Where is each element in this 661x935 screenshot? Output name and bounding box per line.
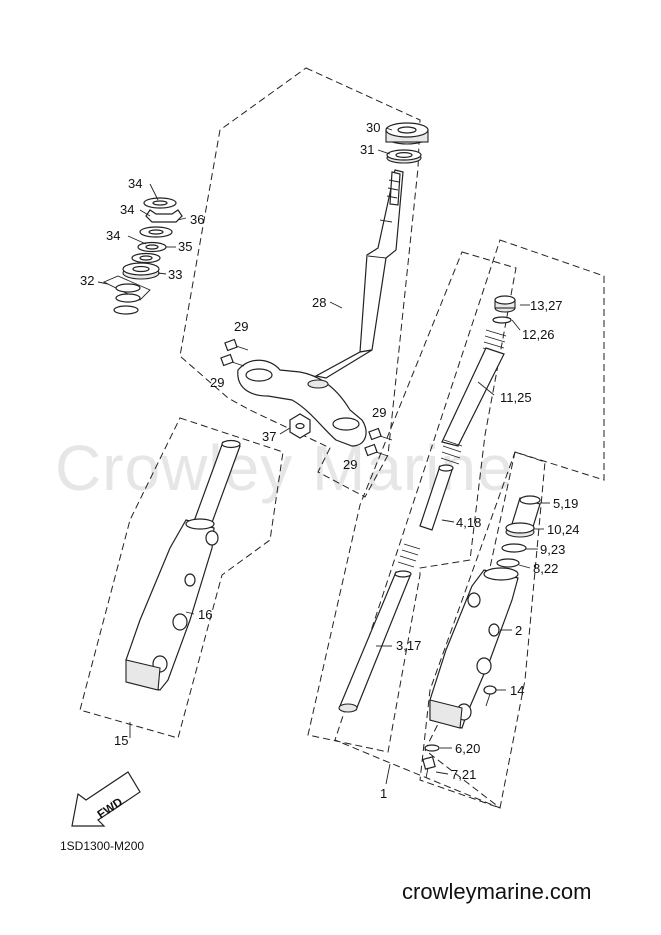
callout-7-21: 7,21	[451, 767, 476, 782]
o-ring-12-26	[492, 316, 512, 324]
callout-15: 15	[114, 733, 128, 748]
callout-36: 36	[190, 212, 204, 227]
callout-5-19: 5,19	[553, 496, 578, 511]
leader-lines	[97, 127, 550, 785]
inner-tube-3-17	[338, 570, 412, 713]
washer-8-22	[496, 558, 520, 568]
bearing-cover-30	[385, 122, 429, 145]
callout-37: 37	[262, 429, 276, 444]
group-outline-right-fork	[334, 239, 605, 809]
callout-4-18: 4,18	[456, 515, 481, 530]
callout-29-lower-b: 29	[343, 457, 357, 472]
callout-13-27: 13,27	[530, 298, 563, 313]
group-outline-left-fork	[79, 417, 284, 739]
callout-9-23: 9,23	[540, 542, 565, 557]
callout-28: 28	[312, 295, 326, 310]
washer-34-mid	[139, 226, 173, 238]
under-bracket	[237, 359, 367, 447]
gasket-6-20	[424, 744, 440, 752]
outer-tube-2	[429, 567, 519, 729]
dust-seal-5-19	[511, 495, 541, 531]
ring-nut-35	[137, 241, 167, 253]
callout-29-lower-a: 29	[372, 405, 386, 420]
callout-31: 31	[360, 142, 374, 157]
callout-32: 32	[80, 273, 94, 288]
bolt-7-21	[422, 756, 436, 779]
nut-37	[289, 413, 311, 439]
fwd-arrow: FWD	[71, 771, 141, 827]
spring-11-25	[440, 329, 507, 465]
bolt-29-lower-a	[368, 427, 393, 441]
group-outline-right-fork-lower	[419, 451, 546, 809]
bolt-29-upper-b	[220, 353, 245, 367]
bolt-29-lower-b	[364, 443, 389, 457]
bolt-29-upper-a	[224, 338, 249, 352]
callout-12-26: 12,26	[522, 327, 555, 342]
callout-6-20: 6,20	[455, 741, 480, 756]
callout-34-top: 34	[128, 176, 142, 191]
callout-10-24: 10,24	[547, 522, 580, 537]
oil-seal-10-24	[505, 522, 535, 538]
callout-33: 33	[168, 267, 182, 282]
bearing-32	[102, 275, 151, 315]
diagram-code: 1SD1300-M200	[60, 839, 144, 853]
lock-washer-36	[145, 209, 183, 223]
callout-1: 1	[380, 786, 387, 801]
callout-34-mid: 34	[120, 202, 134, 217]
clip-9-23	[501, 543, 527, 553]
website-text: crowleymarine.com	[402, 879, 592, 904]
callout-2: 2	[515, 623, 522, 638]
callout-35: 35	[178, 239, 192, 254]
callout-29-upper-b: 29	[210, 375, 224, 390]
damper-rod-4-18	[397, 464, 454, 568]
bolt-14	[483, 685, 497, 707]
callout-16: 16	[198, 607, 212, 622]
cap-bolt-13-27	[494, 295, 516, 313]
callout-14: 14	[510, 683, 524, 698]
bearing-31	[386, 149, 422, 164]
callout-29-upper-a: 29	[234, 319, 248, 334]
callout-30: 30	[366, 120, 380, 135]
washer-34-top	[143, 197, 177, 209]
bearing-race-33	[122, 262, 160, 280]
washer-34-low	[131, 252, 161, 264]
left-fork-assembly-16	[125, 439, 241, 691]
callout-34-low: 34	[106, 228, 120, 243]
callout-11-25: 11,25	[500, 390, 532, 405]
callout-8-22: 8,22	[533, 561, 558, 576]
callout-3-17: 3,17	[396, 638, 421, 653]
steering-stem-28	[314, 169, 404, 379]
